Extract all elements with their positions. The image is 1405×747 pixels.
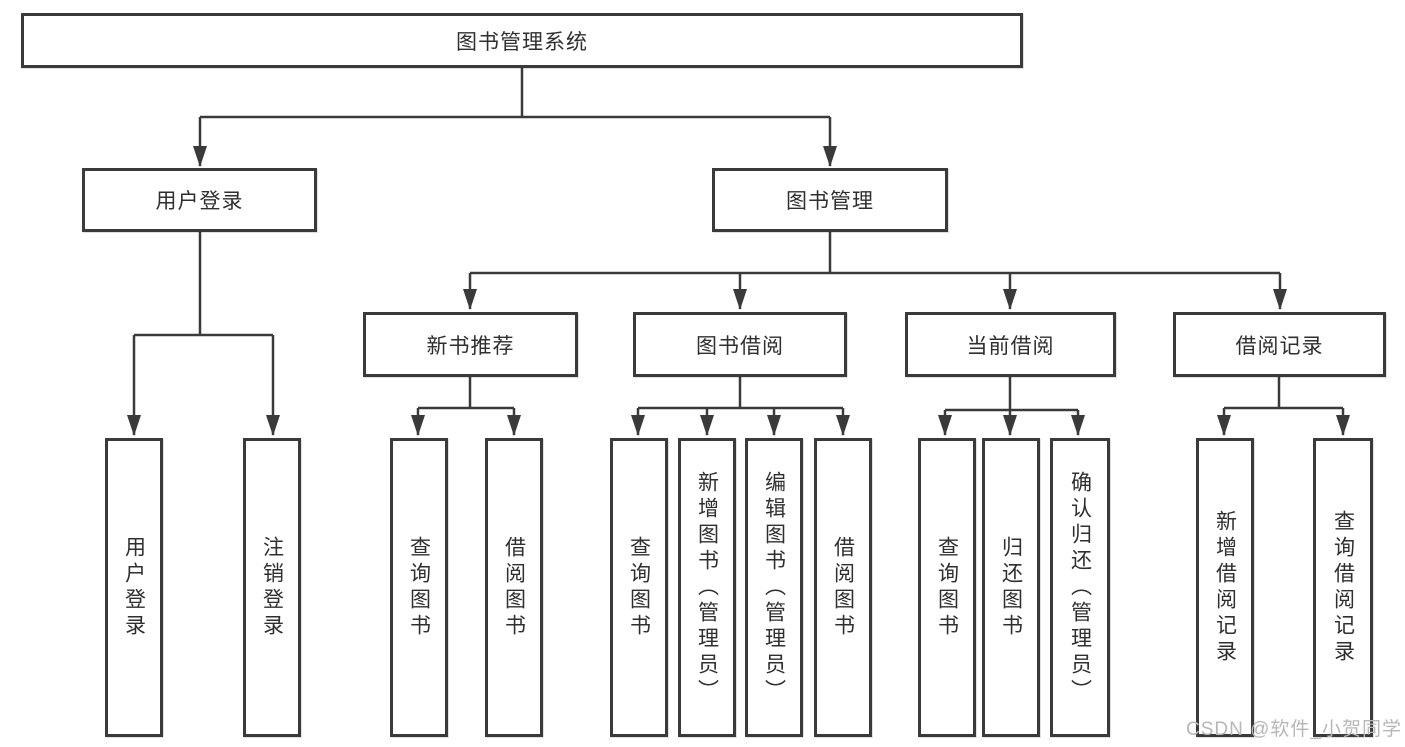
leaf-add-book-admin: 新增图书（管理员） xyxy=(678,438,736,737)
node-book-borrow-label: 图书借阅 xyxy=(696,334,784,358)
leaf-user-login: 用户登录 xyxy=(105,438,163,737)
leaf-query-book-3-label: 查询图书 xyxy=(935,535,959,640)
leaf-add-borrow-record-label: 新增借阅记录 xyxy=(1213,509,1237,666)
leaf-borrow-book-1-label: 借阅图书 xyxy=(502,535,526,640)
leaf-logout: 注销登录 xyxy=(243,438,301,737)
node-book-borrow: 图书借阅 xyxy=(633,312,847,377)
leaf-query-book-1: 查询图书 xyxy=(390,438,448,737)
node-book-management: 图书管理 xyxy=(712,168,948,232)
csdn-watermark: CSDN @软件_小贺同学 xyxy=(1186,719,1402,740)
leaf-return-book: 归还图书 xyxy=(982,438,1040,737)
leaf-query-borrow-record: 查询借阅记录 xyxy=(1313,438,1373,737)
leaf-logout-label: 注销登录 xyxy=(260,535,284,640)
leaf-query-borrow-record-label: 查询借阅记录 xyxy=(1331,509,1355,666)
node-new-book-recommend-label: 新书推荐 xyxy=(426,334,515,358)
leaf-borrow-book-1: 借阅图书 xyxy=(485,438,543,737)
leaf-add-book-admin-label: 新增图书（管理员） xyxy=(695,470,719,705)
node-borrow-record: 借阅记录 xyxy=(1173,312,1386,377)
node-current-borrow-label: 当前借阅 xyxy=(966,334,1055,358)
node-new-book-recommend: 新书推荐 xyxy=(363,312,578,377)
leaf-query-book-3: 查询图书 xyxy=(918,438,976,737)
node-user-login-label: 用户登录 xyxy=(155,190,244,213)
node-root-system: 图书管理系统 xyxy=(21,13,1023,68)
leaf-edit-book-admin-label: 编辑图书（管理员） xyxy=(762,470,786,705)
leaf-confirm-return-admin: 确认归还（管理员） xyxy=(1050,438,1110,737)
node-borrow-record-label: 借阅记录 xyxy=(1235,334,1324,358)
node-current-borrow: 当前借阅 xyxy=(905,312,1116,377)
leaf-query-book-2: 查询图书 xyxy=(610,438,668,737)
leaf-return-book-label: 归还图书 xyxy=(999,535,1023,640)
leaf-user-login-label: 用户登录 xyxy=(122,535,146,640)
leaf-add-borrow-record: 新增借阅记录 xyxy=(1196,438,1254,737)
leaf-borrow-book-2-label: 借阅图书 xyxy=(831,535,855,640)
leaf-query-book-1-label: 查询图书 xyxy=(407,535,431,640)
node-user-login: 用户登录 xyxy=(82,168,317,232)
leaf-query-book-2-label: 查询图书 xyxy=(627,535,651,640)
leaf-confirm-return-admin-label: 确认归还（管理员） xyxy=(1068,470,1092,705)
node-root-label: 图书管理系统 xyxy=(456,30,588,54)
node-book-management-label: 图书管理 xyxy=(786,190,874,213)
leaf-edit-book-admin: 编辑图书（管理员） xyxy=(745,438,803,737)
leaf-borrow-book-2: 借阅图书 xyxy=(814,438,872,737)
